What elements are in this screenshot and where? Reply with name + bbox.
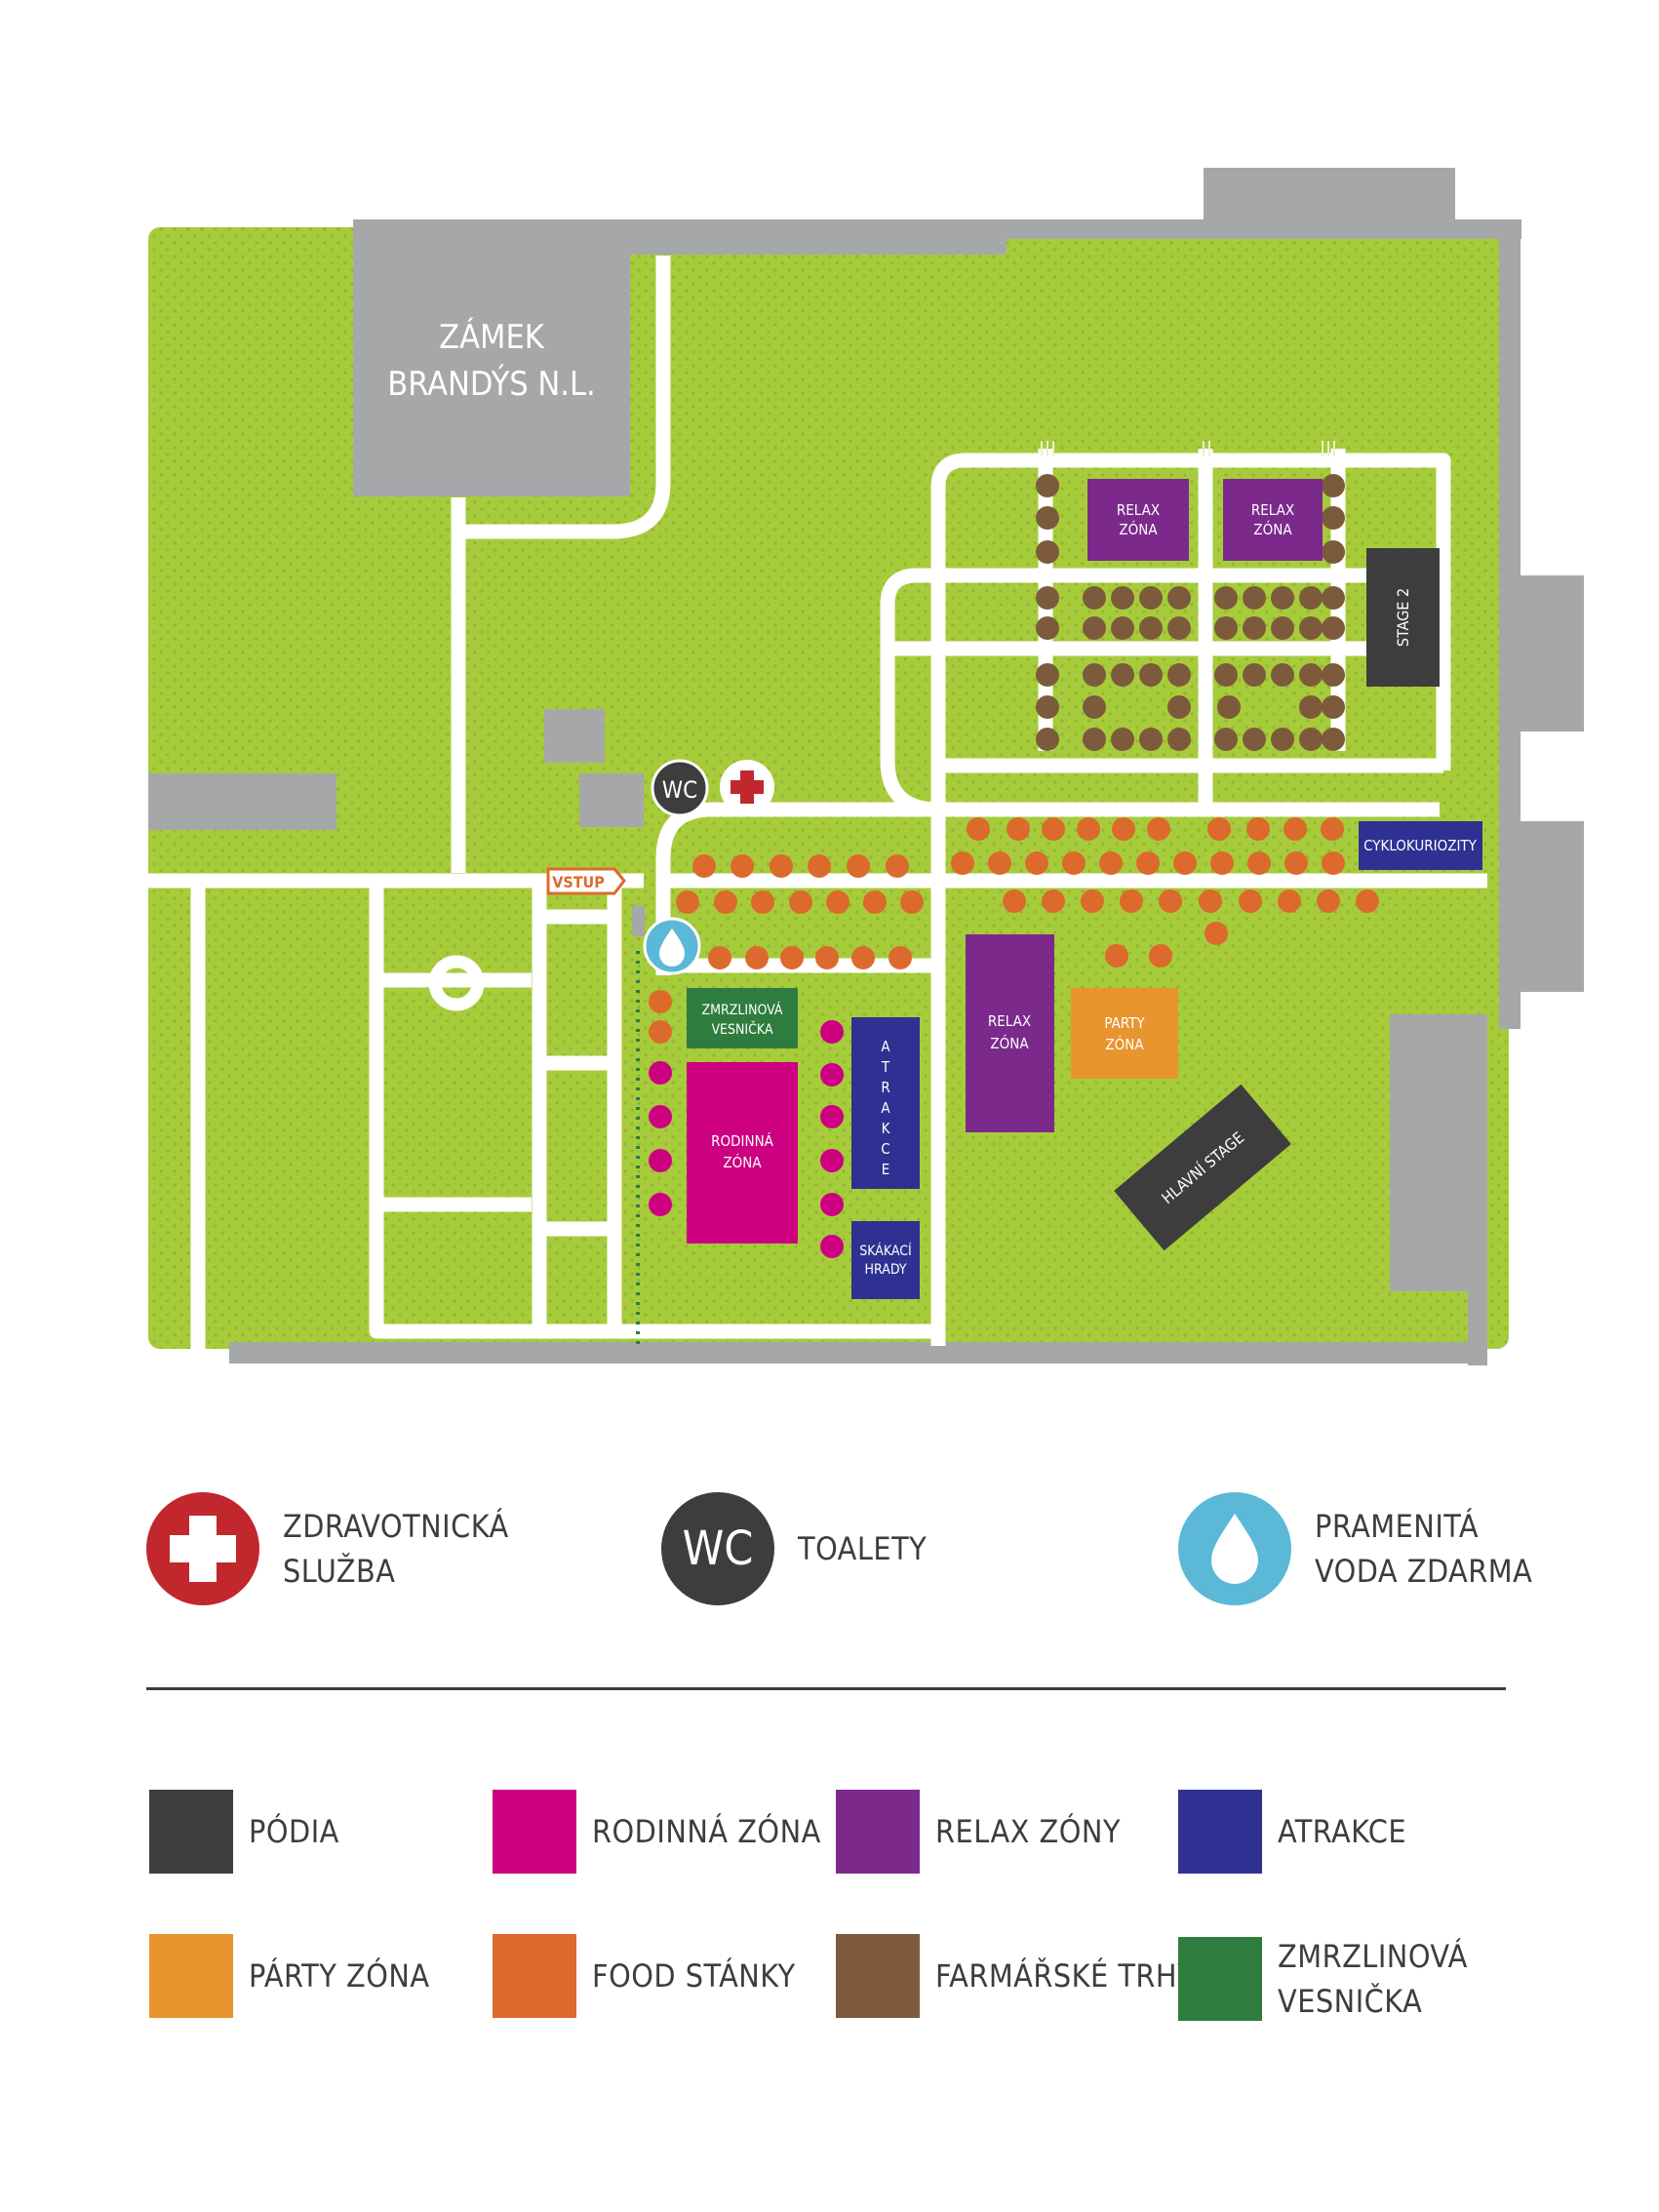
category-label: ATRAKCE: [1278, 1813, 1407, 1850]
svg-text:VSTUP: VSTUP: [552, 873, 605, 891]
category-label: ZMRZLINOVÁ VESNIČKA: [1278, 1938, 1468, 2020]
entrance-sign: VSTUP: [546, 867, 626, 895]
category-label: FARMÁŘSKÉ TRHY: [935, 1957, 1196, 1995]
party-zone: PARTY ZÓNA: [1071, 988, 1178, 1079]
category-swatch-relax: [836, 1790, 920, 1874]
svg-text:VESNIČKA: VESNIČKA: [711, 1020, 773, 1038]
category-swatch-family: [493, 1790, 576, 1874]
legend-category: ZMRZLINOVÁ VESNIČKA: [1178, 1934, 1468, 2024]
roundabout: [428, 955, 485, 1011]
category-swatch-food: [493, 1934, 576, 2018]
category-swatch-farmers: [836, 1934, 920, 2018]
category-label: PÓDIA: [249, 1813, 339, 1850]
svg-text:ZÓNA: ZÓNA: [1253, 520, 1292, 538]
wc-icon: WC: [651, 759, 709, 817]
svg-text:STAGE 2: STAGE 2: [1394, 588, 1412, 647]
svg-text:RELAX: RELAX: [1117, 501, 1160, 519]
castle-building: [353, 219, 630, 496]
svg-text:ZÓNA: ZÓNA: [1105, 1035, 1144, 1053]
legend-wc-label: TOALETY: [798, 1530, 928, 1567]
svg-text:HRADY: HRADY: [865, 1262, 907, 1278]
bridge-markers: [1041, 441, 1335, 456]
water-drop-icon: [1178, 1492, 1291, 1605]
category-label: PÁRTY ZÓNA: [249, 1957, 430, 1995]
legend-category: FARMÁŘSKÉ TRHY: [836, 1934, 1195, 2018]
category-label: RELAX ZÓNY: [935, 1813, 1121, 1850]
legend-category: RODINNÁ ZÓNA: [493, 1790, 821, 1874]
red-cross-icon: [146, 1492, 259, 1605]
legend-medical: ZDRAVOTNICKÁ SLUŽBA: [146, 1492, 509, 1605]
legend-category: PÓDIA: [149, 1790, 339, 1874]
legend-divider: [146, 1687, 1506, 1690]
family-zone-stands: [649, 1020, 844, 1258]
bouncy-castles: SKÁKACÍ HRADY: [851, 1221, 920, 1299]
food-stands: [649, 817, 1379, 1044]
cyclo-curiosities: CYKLOKURIOZITY: [1359, 821, 1482, 870]
farmers-market-stands: [1036, 474, 1345, 751]
category-swatch-party: [149, 1934, 233, 2018]
svg-text:RELAX: RELAX: [988, 1012, 1031, 1030]
svg-text:RELAX: RELAX: [1251, 501, 1294, 519]
svg-text:ZÓNA: ZÓNA: [723, 1153, 762, 1171]
red-cross-icon: [720, 760, 774, 814]
category-label: FOOD STÁNKY: [592, 1957, 796, 1995]
svg-text:RODINNÁ: RODINNÁ: [711, 1131, 774, 1150]
stage-2: STAGE 2: [1366, 548, 1440, 687]
castle-label: ZÁMEK: [439, 317, 545, 357]
legend-category: RELAX ZÓNY: [836, 1790, 1121, 1874]
svg-text:ZÓNA: ZÓNA: [990, 1034, 1029, 1052]
castle-label: BRANDÝS N.L.: [387, 364, 596, 404]
category-swatch-icecream: [1178, 1937, 1262, 2021]
legend-category: FOOD STÁNKY: [493, 1934, 796, 2018]
category-swatch-stages: [149, 1790, 233, 1874]
relax-zone-top-left: RELAX ZÓNA: [1087, 479, 1189, 561]
svg-text:PARTY: PARTY: [1104, 1014, 1145, 1032]
relax-zone-middle: RELAX ZÓNA: [966, 934, 1054, 1132]
water-drop-icon: [643, 917, 701, 975]
festival-map: ZÁMEK BRANDÝS N.L.: [148, 168, 1584, 1365]
legend-wc: WC TOALETY: [661, 1492, 927, 1605]
svg-text:SKÁKACÍ: SKÁKACÍ: [859, 1243, 912, 1259]
svg-text:ZMRZLINOVÁ: ZMRZLINOVÁ: [701, 1002, 782, 1018]
ice-cream-village: ZMRZLINOVÁ VESNIČKA: [687, 988, 798, 1048]
category-swatch-attractions: [1178, 1790, 1262, 1874]
family-zone: RODINNÁ ZÓNA: [687, 1062, 798, 1244]
legend-water: PRAMENITÁ VODA ZDARMA: [1178, 1492, 1532, 1605]
wc-icon: WC: [661, 1492, 774, 1605]
gate: [632, 905, 645, 936]
svg-text:CYKLOKURIOZITY: CYKLOKURIOZITY: [1363, 837, 1478, 854]
legend-category: ATRAKCE: [1178, 1790, 1406, 1874]
category-label: RODINNÁ ZÓNA: [592, 1813, 821, 1850]
legend-medical-label: ZDRAVOTNICKÁ SLUŽBA: [283, 1508, 509, 1590]
buildings: [148, 168, 1584, 1365]
legend-category: PÁRTY ZÓNA: [149, 1934, 430, 2018]
svg-text:WC: WC: [662, 776, 697, 804]
relax-zone-top-right: RELAX ZÓNA: [1223, 479, 1323, 561]
legend-water-label: PRAMENITÁ VODA ZDARMA: [1315, 1508, 1533, 1590]
wc-icon-text: WC: [682, 1521, 754, 1576]
grass-area: [148, 227, 1509, 1349]
svg-text:ZÓNA: ZÓNA: [1119, 520, 1158, 538]
